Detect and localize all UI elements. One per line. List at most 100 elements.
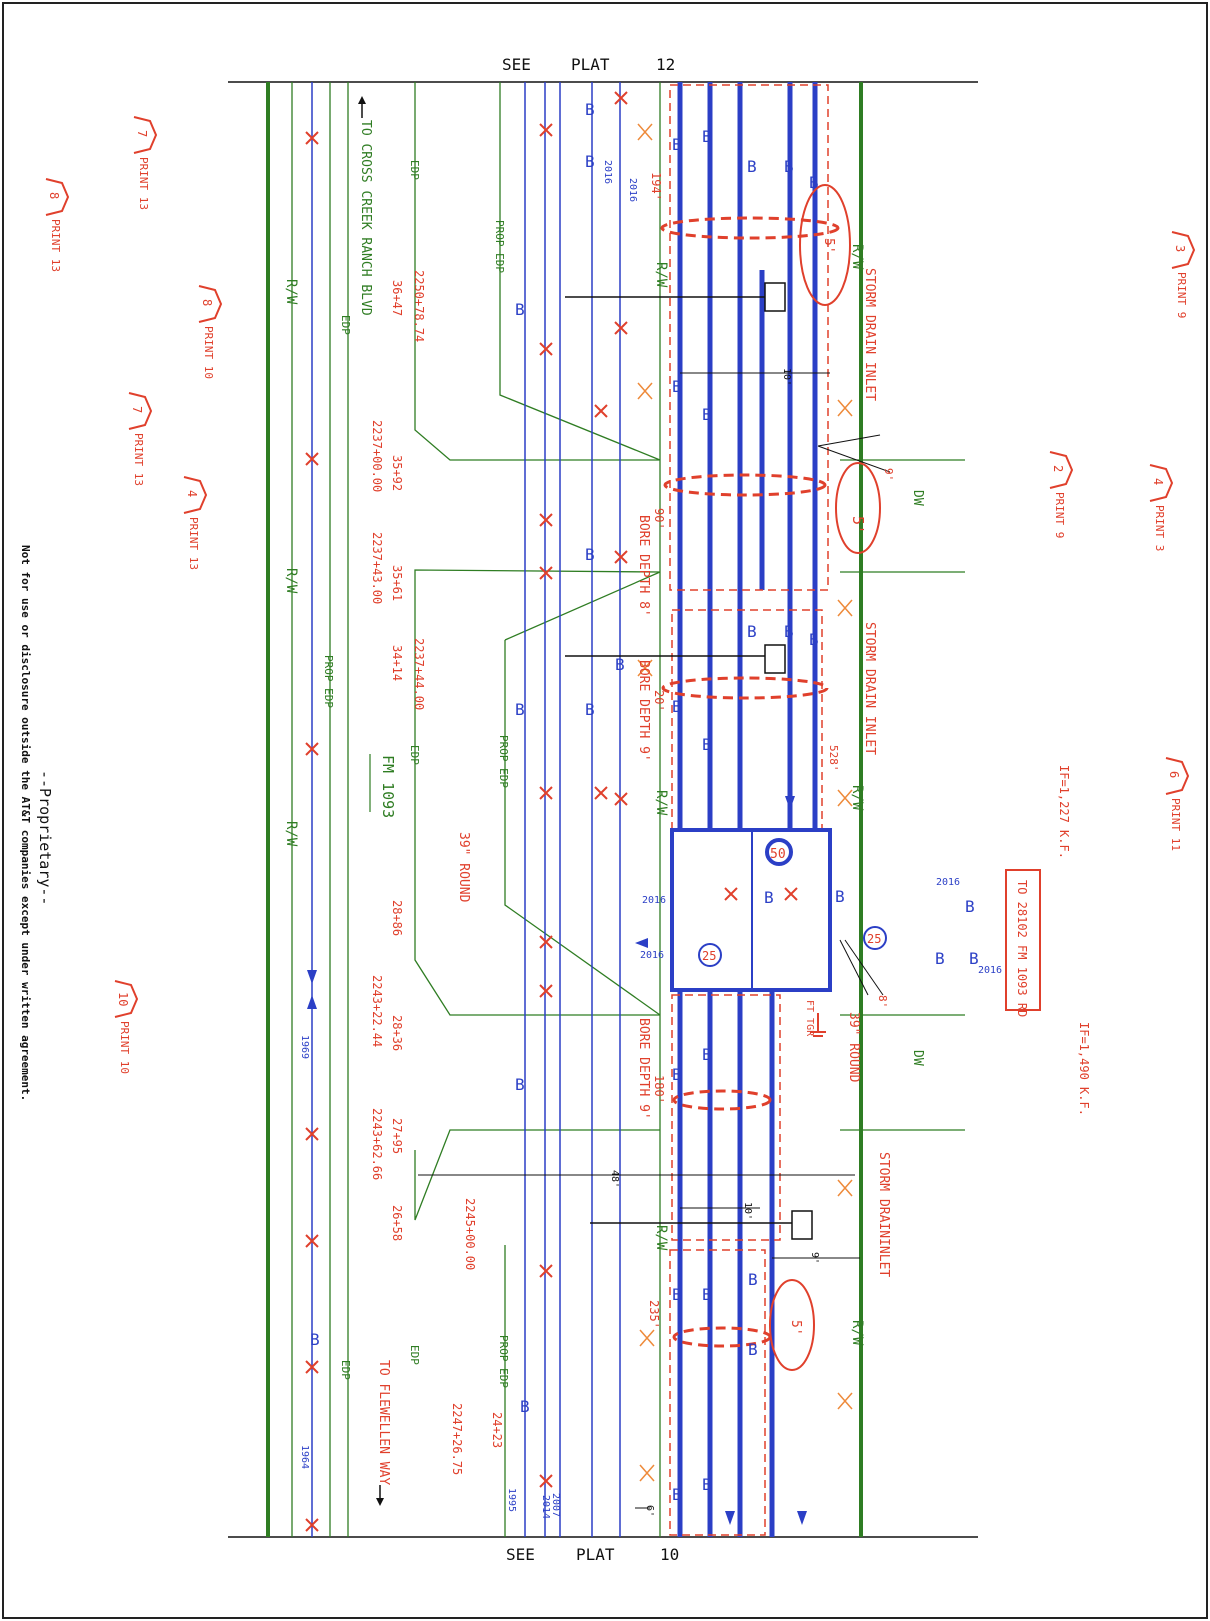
b-label: B — [515, 300, 525, 319]
print-callout-label: PRINT 9 — [1053, 492, 1066, 538]
b-label: B — [520, 1397, 530, 1416]
address-label: TO 28102 FM 1093 RD — [1015, 880, 1029, 1017]
year-2007: 2007 — [550, 1493, 561, 1517]
station-s4: 35+92 — [390, 455, 404, 491]
b-label: B — [702, 1285, 712, 1304]
buried-cable-lines — [677, 82, 818, 1537]
if-1490-label: IF=1,490 K.F. — [1077, 1022, 1091, 1116]
edp-label: EDP — [408, 160, 421, 180]
bore-envelopes — [669, 84, 829, 1536]
print-callout-label: PRINT 10 — [118, 1021, 131, 1074]
address-box — [1005, 869, 1041, 1011]
b-label: B — [748, 1340, 758, 1359]
print-callout: 7 PRINT 13 — [133, 116, 158, 210]
print-callout-number: 4 — [1151, 478, 1165, 485]
prop-edp-label: PROP EDP — [497, 735, 510, 788]
see-plat-bottom: SEE PLAT 10 — [506, 1545, 679, 1564]
print-callout-label: PRINT 10 — [202, 326, 215, 379]
b-label: B — [702, 405, 712, 424]
print-callout: 2 PRINT 9 — [1049, 451, 1074, 538]
storm-drain-inlet-symbols — [565, 282, 813, 1240]
b-label: B — [515, 1075, 525, 1094]
b-label: B — [809, 630, 819, 649]
dim-48: 48' — [609, 1170, 620, 1188]
rw-label: R/W — [283, 568, 299, 594]
see-plat-bottom-plat: PLAT — [576, 1545, 615, 1564]
year-1969: 1969 — [299, 1035, 310, 1059]
prop-edp-label: PROP EDP — [322, 655, 335, 708]
vault-25-label: 25 — [702, 949, 716, 963]
b-label: B — [702, 127, 712, 146]
station-s16: 2247+26.75 — [450, 1403, 464, 1475]
edge-of-pavement-lines — [291, 82, 965, 1537]
dim-5c: 5' — [788, 1320, 803, 1336]
road-flewellen-label: TO FLEWELLEN WAY — [376, 1360, 391, 1485]
ft-tgr-label: FT TGR — [804, 1000, 815, 1037]
print-callout-number: 6 — [1167, 771, 1181, 778]
dim-180: 180' — [652, 1075, 666, 1104]
b-label: B — [702, 1045, 712, 1064]
b-label: B — [672, 377, 682, 396]
dim-10: 10' — [781, 368, 792, 386]
print-callout-label: PRINT 13 — [132, 433, 145, 486]
round-39-label-east: 39" ROUND — [846, 1012, 861, 1083]
b-label: B — [585, 152, 595, 171]
print-callout-number: 7 — [135, 130, 149, 137]
station-s12: 2243+62.66 — [370, 1108, 384, 1180]
print-callout-label: PRINT 13 — [187, 517, 200, 570]
handhole-ovals — [769, 184, 881, 1371]
vault-box: 50 25 25 — [670, 828, 887, 992]
bore-ellipses — [660, 216, 840, 1348]
buried-cable-b-labels: B B B B B B B B B B B B B B B B B B B B … — [310, 100, 979, 1504]
b-label: B — [585, 700, 595, 719]
year-1995: 1995 — [506, 1488, 517, 1512]
rw-label: R/W — [849, 1320, 865, 1346]
b-label: B — [672, 135, 682, 154]
dim-90: 90' — [652, 508, 666, 530]
rw-label: R/W — [653, 790, 669, 816]
manhole-50-marker — [765, 838, 793, 866]
blue-arrows — [307, 796, 807, 1525]
year-2016-e: 2016 — [642, 895, 666, 906]
station-s11: 28+36 — [390, 1015, 404, 1051]
rw-label: R/W — [283, 821, 299, 847]
rw-label: R/W — [653, 262, 669, 288]
existing-cable-lines — [311, 82, 621, 1537]
b-label: B — [615, 655, 625, 674]
see-plat-top-see: SEE — [502, 55, 531, 74]
road-fm1093-label: FM 1093 — [379, 755, 397, 818]
b-label: B — [310, 1330, 320, 1349]
print-callout: 6 PRINT 11 — [1165, 757, 1190, 851]
vault-25-label-east: 25 — [867, 932, 881, 946]
print-callout-number: 4 — [185, 490, 199, 497]
b-label: B — [748, 1270, 758, 1289]
manhole-50-label: 50 — [770, 847, 786, 862]
year-2014: 2014 — [540, 1495, 551, 1519]
b-label: B — [784, 622, 794, 641]
print-callout-number: 8 — [200, 299, 214, 306]
bore-depth-8: BORE DEPTH 8' — [636, 515, 651, 617]
station-s17: 24+23 — [490, 1412, 504, 1448]
edp-label: EDP — [339, 315, 352, 335]
round-39-label: 39" ROUND — [456, 832, 471, 903]
bore-depth-9-b: BORE DEPTH 9' — [636, 1018, 651, 1120]
year-2016-d: 2016 — [978, 965, 1002, 976]
orange-x-markers — [637, 123, 853, 1482]
b-label: B — [835, 887, 845, 906]
station-labels: 2250+78.74 36+47 2237+00.00 35+92 2237+4… — [370, 270, 504, 1475]
dim-194: 194' — [649, 172, 663, 201]
year-2016: 2016 — [602, 160, 613, 184]
dim-5: 5' — [821, 238, 836, 254]
year-1964: 1964 — [299, 1445, 310, 1469]
b-label: B — [585, 100, 595, 119]
station-s8: 34+14 — [390, 645, 404, 681]
dim-20: 20' — [652, 690, 666, 712]
print-callout-number: 3 — [1173, 245, 1187, 252]
rw-label: R/W — [653, 1225, 669, 1251]
see-plat-bottom-see: SEE — [506, 1545, 535, 1564]
b-label: B — [672, 1485, 682, 1504]
dim-528: 528' — [827, 745, 840, 772]
driveway-label: DW — [910, 1050, 925, 1066]
